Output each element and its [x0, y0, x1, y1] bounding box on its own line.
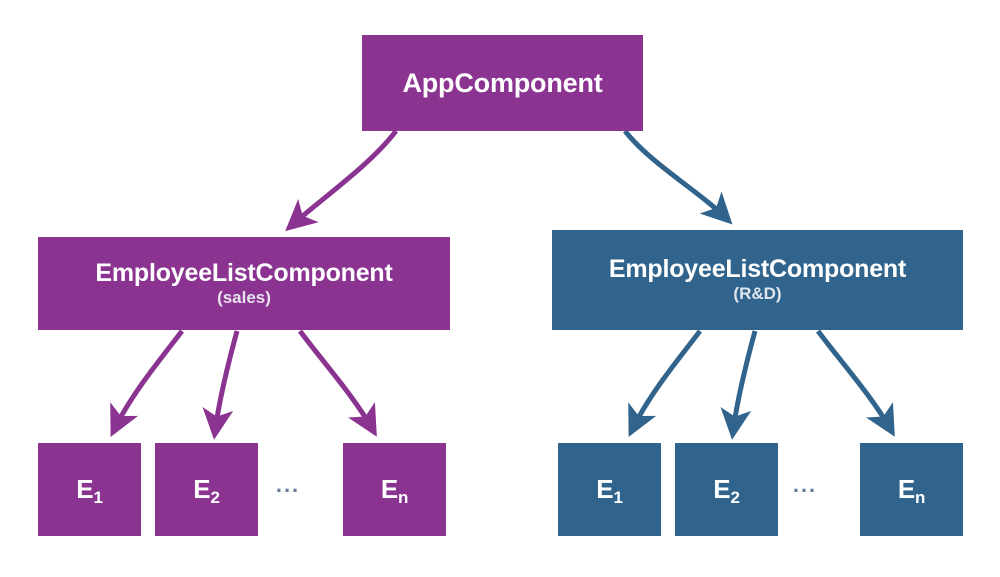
node-employee-rnd-1-label: E1: [596, 473, 623, 506]
employee-index: n: [397, 487, 409, 507]
node-employee-rnd-2[interactable]: E2: [675, 443, 778, 536]
node-employee-sales-n[interactable]: En: [343, 443, 446, 536]
node-employee-list-sales-subtitle: (sales): [217, 287, 271, 307]
node-app-component-label: AppComponent: [402, 67, 603, 98]
ellipsis-sales: ...: [275, 472, 301, 497]
node-employee-sales-1-label: E1: [76, 473, 103, 506]
employee-letter: E: [76, 473, 94, 504]
employee-index: 1: [93, 487, 103, 507]
node-employee-list-rnd-label: EmployeeListComponent: [608, 255, 907, 284]
node-employee-list-sales[interactable]: EmployeeListComponent (sales): [38, 237, 450, 330]
node-employee-sales-n-label: En: [380, 473, 409, 506]
node-employee-rnd-n-label: En: [897, 473, 926, 506]
node-employee-list-rnd-subtitle: (R&D): [733, 284, 782, 304]
node-employee-rnd-1[interactable]: E1: [558, 443, 661, 536]
node-employee-sales-2-label: E2: [193, 473, 220, 506]
edge-rnd-to-e2: [720, 330, 758, 440]
node-employee-rnd-2-label: E2: [713, 473, 740, 506]
edge-app-to-sales: [285, 129, 398, 232]
edge-rnd-to-en: [815, 329, 895, 437]
node-employee-list-rnd[interactable]: EmployeeListComponent (R&D): [552, 230, 963, 330]
edge-rnd-to-e1: [628, 329, 702, 437]
employee-letter: E: [596, 473, 614, 504]
edge-sales-to-e2: [202, 330, 240, 440]
employee-index: 2: [210, 487, 220, 507]
employee-index: n: [914, 487, 926, 507]
employee-letter: E: [897, 473, 915, 504]
node-employee-list-sales-label: EmployeeListComponent: [95, 258, 393, 287]
edge-sales-to-en: [297, 329, 377, 437]
node-employee-rnd-n[interactable]: En: [860, 443, 963, 536]
ellipsis-rnd: ...: [792, 472, 818, 497]
employee-index: 2: [730, 487, 740, 507]
node-employee-sales-1[interactable]: E1: [38, 443, 141, 536]
edge-sales-to-e1: [110, 329, 184, 437]
employee-index: 1: [613, 487, 623, 507]
employee-letter: E: [193, 473, 211, 504]
node-employee-sales-2[interactable]: E2: [155, 443, 258, 536]
employee-letter: E: [713, 473, 731, 504]
node-app-component[interactable]: AppComponent: [362, 35, 643, 131]
employee-letter: E: [380, 473, 398, 504]
edge-app-to-rnd: [623, 129, 733, 225]
